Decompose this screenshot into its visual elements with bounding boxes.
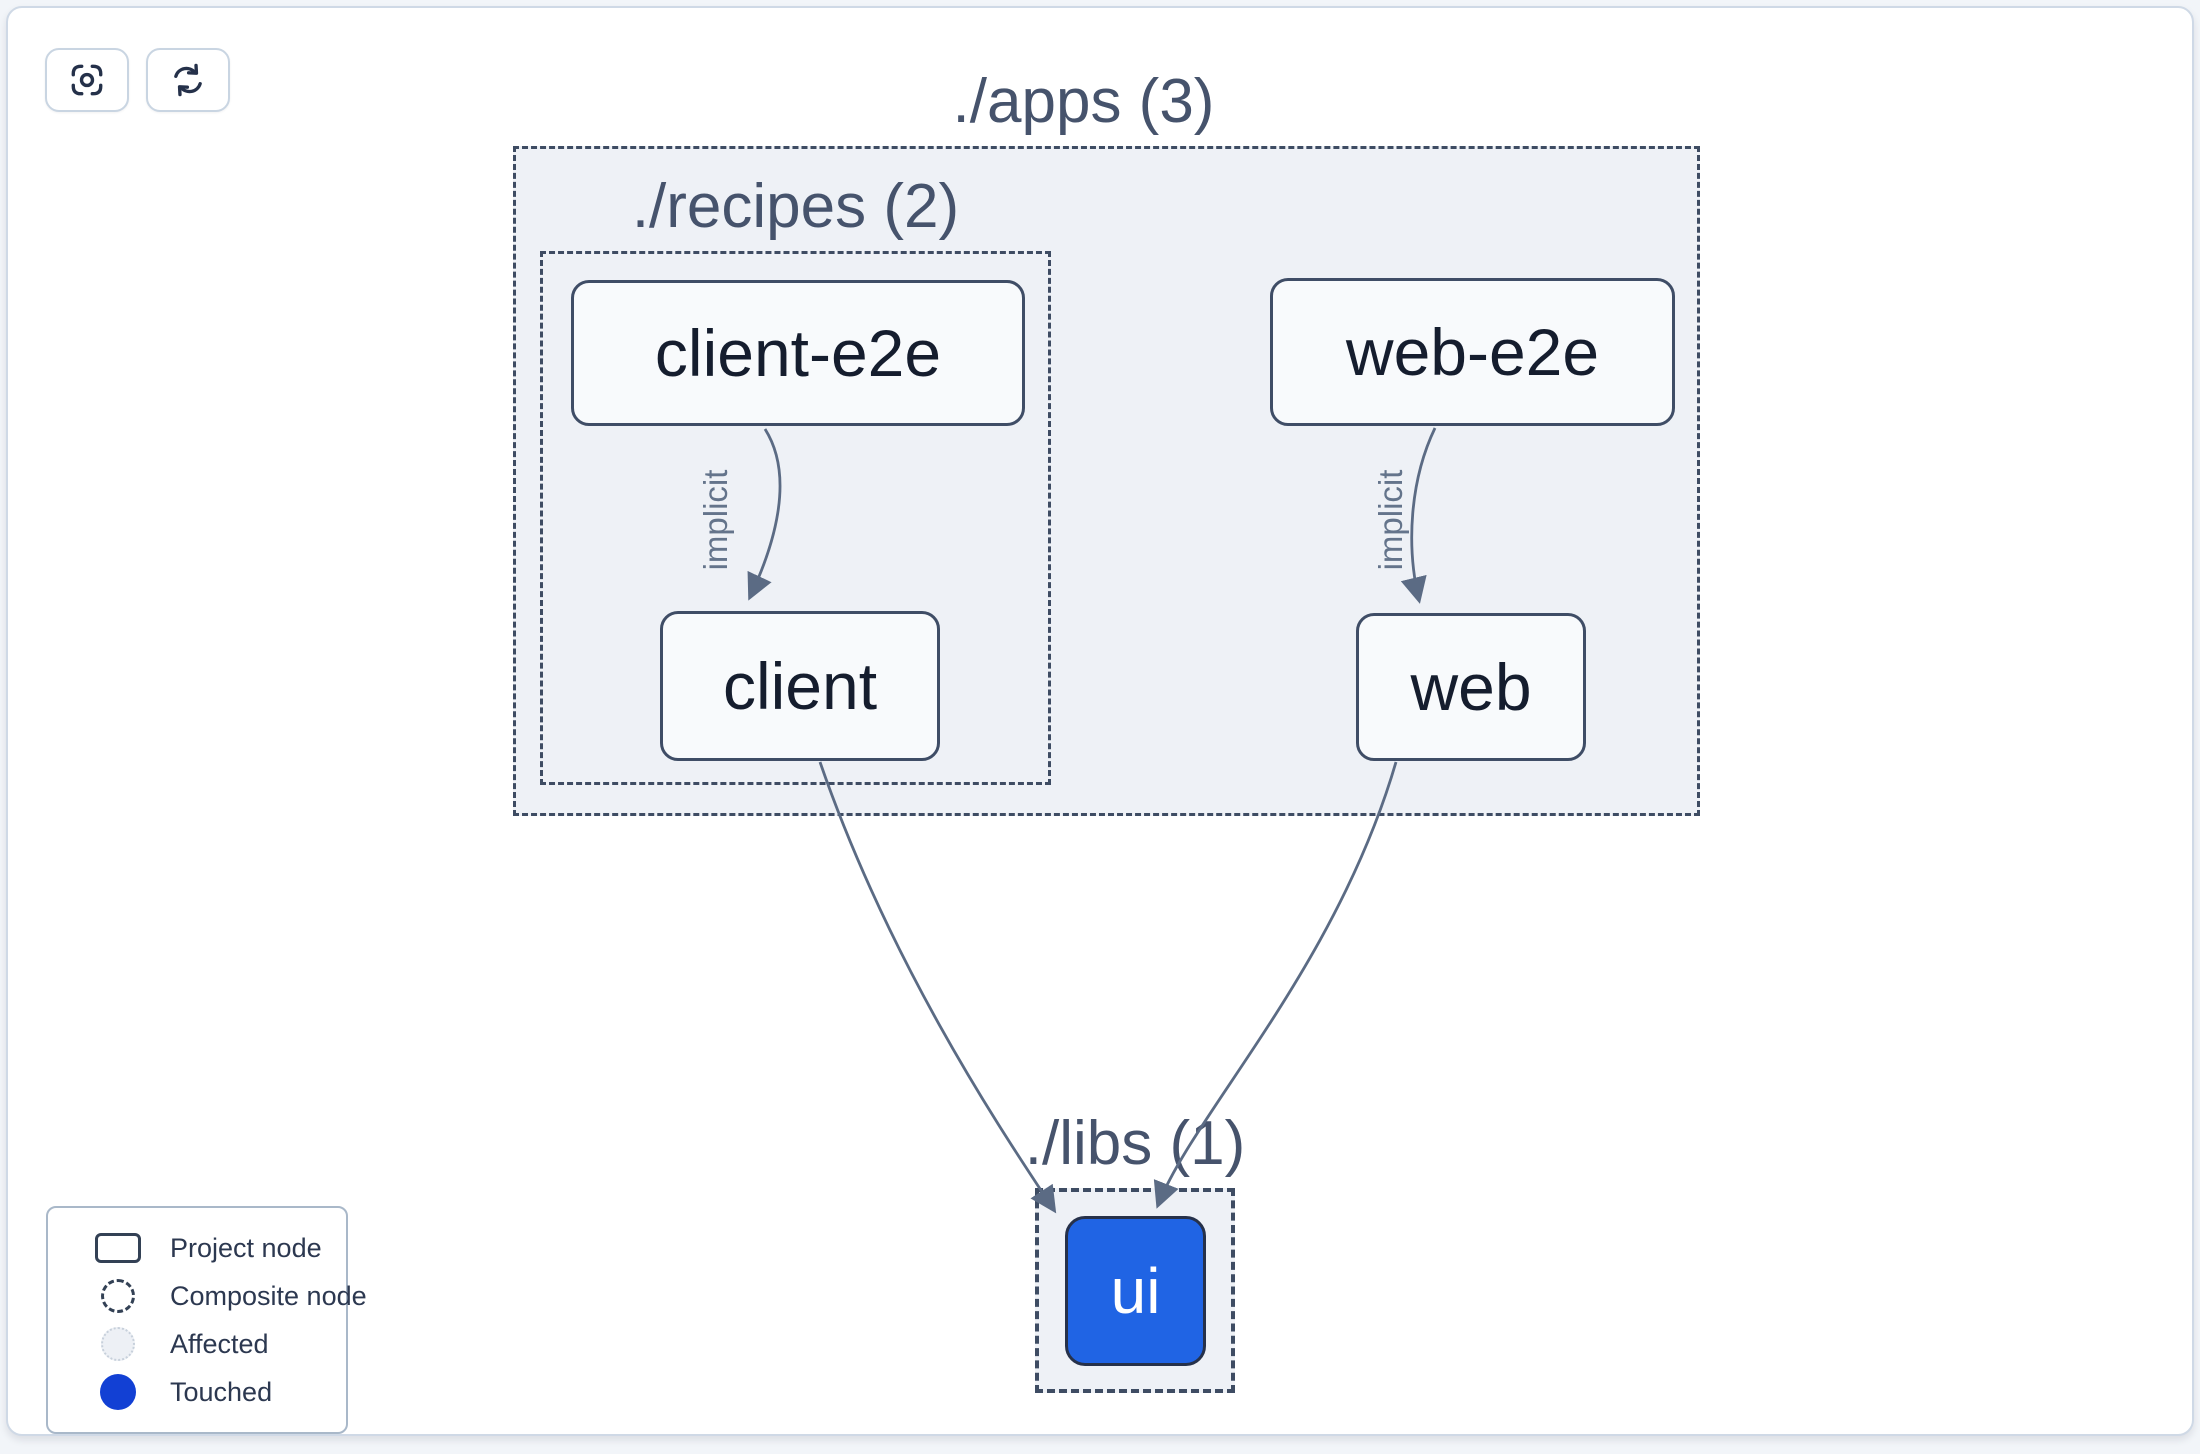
project-node-client[interactable]: client — [660, 611, 940, 761]
composite-node-swatch-icon — [88, 1279, 148, 1313]
refresh-graph-button[interactable] — [146, 48, 230, 112]
legend-label: Touched — [170, 1376, 273, 1407]
legend-label: Affected — [170, 1328, 269, 1359]
legend-item-project-node: Project node — [48, 1224, 346, 1272]
project-node-client-e2e[interactable]: client-e2e — [571, 280, 1025, 426]
legend-label: Composite node — [170, 1280, 367, 1311]
project-node-ui-touched[interactable]: ui — [1065, 1216, 1206, 1366]
center-graph-button[interactable] — [45, 48, 129, 112]
node-label: client-e2e — [654, 316, 942, 390]
touched-swatch-icon — [88, 1374, 148, 1410]
edge-web-to-ui[interactable] — [1153, 761, 1398, 1209]
legend-label: Project node — [170, 1232, 322, 1263]
legend-item-composite-node: Composite node — [48, 1272, 367, 1320]
graph-canvas[interactable]: ./apps (3) ./recipes (2) ./libs (1) impl… — [6, 6, 2194, 1436]
node-label: web — [1410, 650, 1532, 724]
project-node-swatch-icon — [88, 1233, 148, 1263]
affected-swatch-icon — [88, 1327, 148, 1361]
legend: Project node Composite node Affected Tou… — [46, 1206, 367, 1434]
legend-item-affected: Affected — [48, 1320, 346, 1368]
refresh-icon — [169, 61, 207, 99]
legend-item-touched: Touched — [48, 1368, 346, 1416]
edge-client-e2e-to-client[interactable] — [747, 428, 782, 601]
project-node-web[interactable]: web — [1356, 613, 1586, 761]
composite-label-apps: ./apps (3) — [952, 67, 1215, 136]
edge-web-e2e-to-web[interactable] — [1400, 427, 1437, 604]
focus-center-icon — [68, 61, 106, 99]
node-label: client — [722, 649, 878, 723]
project-node-web-e2e[interactable]: web-e2e — [1270, 278, 1675, 426]
node-label: web-e2e — [1345, 315, 1600, 389]
node-label: ui — [1110, 1255, 1161, 1327]
edge-client-to-ui[interactable] — [818, 761, 1057, 1214]
